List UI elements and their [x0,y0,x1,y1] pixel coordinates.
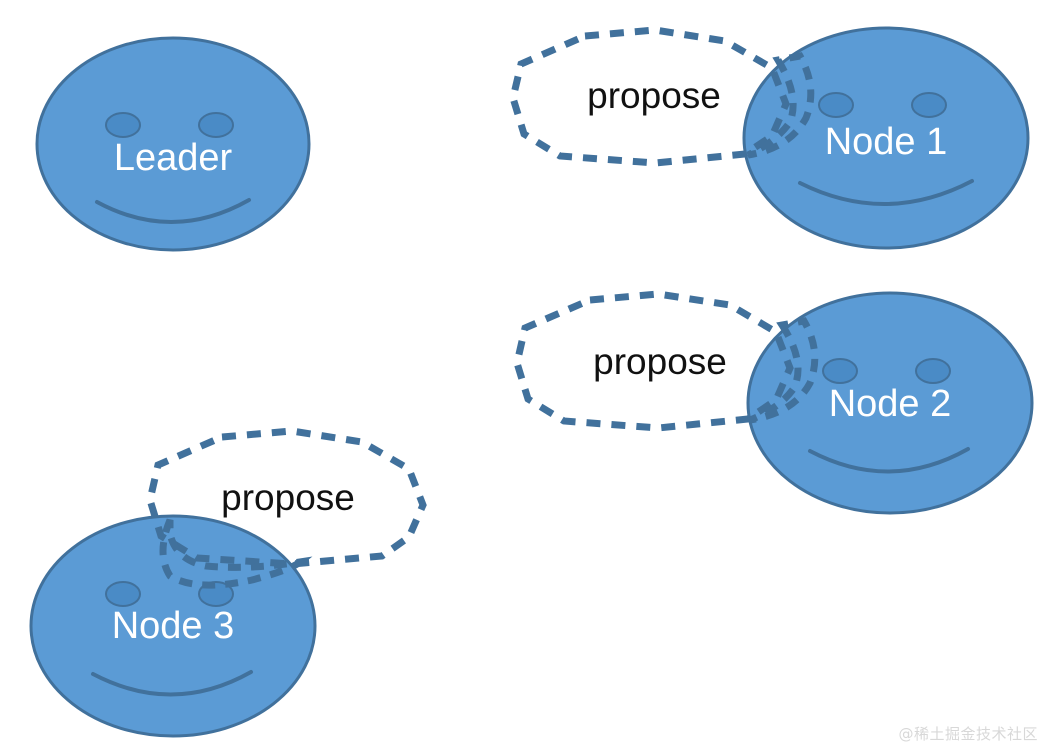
bubble-label: propose [593,341,727,382]
node-label: Node 1 [825,121,948,163]
bubble-tail [748,317,819,424]
node-leader[interactable]: Leader [35,36,311,252]
right-eye-icon [915,358,951,384]
smile-icon [808,447,970,474]
right-eye-icon [911,92,947,118]
bubble-label: propose [221,477,355,518]
right-eye-icon [198,112,234,138]
left-eye-icon [818,92,854,118]
bubble-label: propose [587,75,721,116]
node-label: Node 3 [112,605,235,647]
bubble-tail [159,518,313,589]
watermark: @稀土掘金技术社区 [898,725,1038,743]
face-ellipse [746,291,1034,515]
face-ellipse [29,514,317,738]
node-node-1[interactable]: Node 1 [742,26,1030,250]
speech-bubble-node-1[interactable]: propose [509,26,815,167]
speech-bubble-node-3[interactable]: propose [146,427,427,589]
node-label: Leader [114,137,233,179]
node-label: Node 2 [829,383,952,425]
left-eye-icon [105,581,141,607]
speech-bubble-node-2[interactable]: propose [513,290,819,432]
node-node-3[interactable]: Node 3 [29,514,317,738]
bubble-outline [146,427,427,568]
smile-icon [798,179,974,206]
bubble-outline [509,26,790,167]
smile-icon [95,198,251,224]
bubble-outline [513,290,794,432]
smile-icon [91,670,253,697]
left-eye-icon [105,112,141,138]
face-ellipse [742,26,1030,250]
left-eye-icon [822,358,858,384]
node-node-2[interactable]: Node 2 [746,291,1034,515]
bubble-tail [746,52,815,159]
face-ellipse [35,36,311,252]
